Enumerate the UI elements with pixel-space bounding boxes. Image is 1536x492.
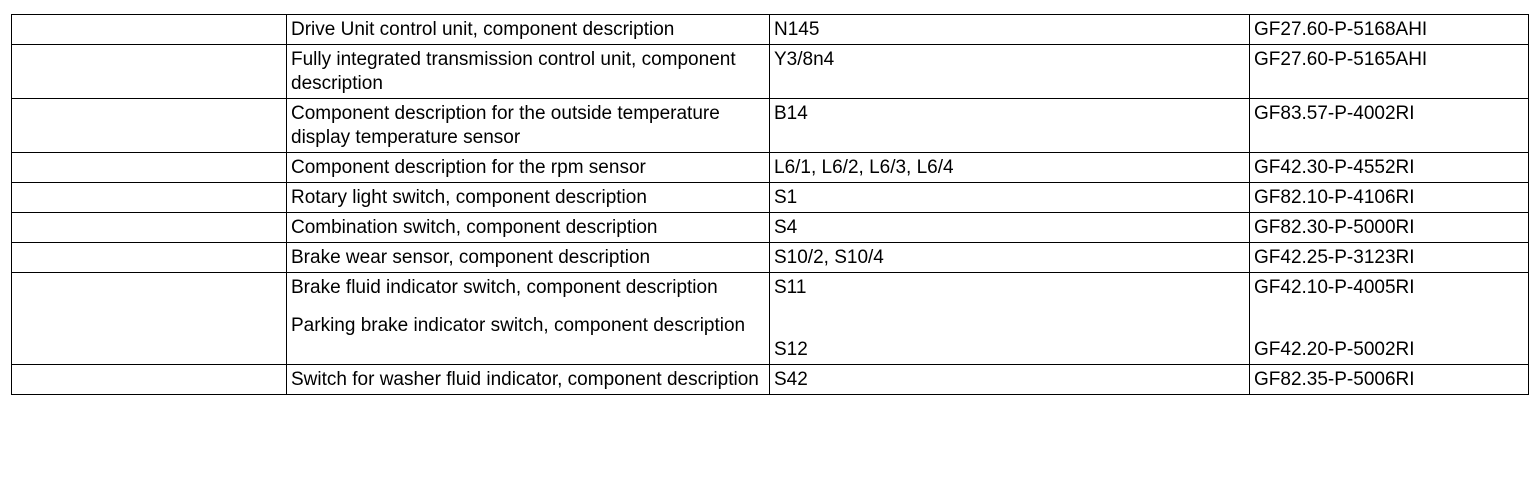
code-cell: S1 [769,182,1250,213]
component-description: Switch for washer fluid indicator, compo… [291,369,759,390]
table-row: Drive Unit control unit, component descr… [11,14,1529,45]
reference-cell: GF42.10-P-4005RI GF42.20-P-5002RI [1249,272,1529,365]
reference-cell: GF82.35-P-5006RI [1249,364,1529,395]
document-reference: GF82.10-P-4106RI [1254,187,1415,208]
component-code: S1 [774,187,798,208]
component-code: N145 [774,19,820,40]
reference-cell: GF42.30-P-4552RI [1249,152,1529,183]
code-cell: S42 [769,364,1250,395]
component-reference-table: Drive Unit control unit, component descr… [11,14,1529,395]
table-row: Rotary light switch, component descripti… [11,182,1529,213]
description-cell: Rotary light switch, component descripti… [286,182,770,213]
code-cell: S10/2, S10/4 [769,242,1250,273]
document-reference: GF27.60-P-5168AHI [1254,19,1428,40]
reference-cell: GF82.10-P-4106RI [1249,182,1529,213]
document-reference: GF42.30-P-4552RI [1254,157,1415,178]
reference-cell: GF27.60-P-5165AHI [1249,44,1529,99]
document-reference: GF42.20-P-5002RI [1254,339,1415,360]
component-description: Brake fluid indicator switch, component … [291,277,718,298]
code-cell: S4 [769,212,1250,243]
component-description: Parking brake indicator switch, componen… [291,315,746,336]
component-code: L6/1, L6/2, L6/3, L6/4 [774,157,954,178]
blank-cell [11,98,287,153]
blank-cell [11,364,287,395]
component-code: B14 [774,103,808,124]
component-description: Brake wear sensor, component description [291,247,651,268]
table-body: Drive Unit control unit, component descr… [11,14,1529,395]
blank-cell [11,14,287,45]
table-row: Fully integrated transmission control un… [11,44,1529,99]
table-row: Switch for washer fluid indicator, compo… [11,364,1529,395]
document-reference: GF82.30-P-5000RI [1254,217,1415,238]
table-row: Brake wear sensor, component description… [11,242,1529,273]
blank-cell [11,272,287,365]
component-code: S12 [774,339,808,360]
table-row: Combination switch, component descriptio… [11,212,1529,243]
component-description: Fully integrated transmission control un… [291,49,736,94]
code-cell: B14 [769,98,1250,153]
description-cell: Component description for the outside te… [286,98,770,153]
description-cell: Drive Unit control unit, component descr… [286,14,770,45]
code-cell: Y3/8n4 [769,44,1250,99]
component-code: S10/2, S10/4 [774,247,884,268]
component-code: S11 [774,277,807,298]
reference-cell: GF82.30-P-5000RI [1249,212,1529,243]
blank-cell [11,44,287,99]
component-description: Drive Unit control unit, component descr… [291,19,675,40]
document-reference: GF27.60-P-5165AHI [1254,49,1428,70]
document-reference: GF83.57-P-4002RI [1254,103,1415,124]
component-description: Combination switch, component descriptio… [291,217,658,238]
reference-cell: GF42.25-P-3123RI [1249,242,1529,273]
table-row: Component description for the outside te… [11,98,1529,153]
table-row: Component description for the rpm sensor… [11,152,1529,183]
blank-cell [11,152,287,183]
document-reference: GF42.25-P-3123RI [1254,247,1415,268]
description-cell: Brake fluid indicator switch, component … [286,272,770,365]
reference-cell: GF27.60-P-5168AHI [1249,14,1529,45]
description-cell: Switch for washer fluid indicator, compo… [286,364,770,395]
description-cell: Fully integrated transmission control un… [286,44,770,99]
component-description: Component description for the outside te… [291,103,720,148]
description-cell: Brake wear sensor, component description [286,242,770,273]
component-code: Y3/8n4 [774,49,835,70]
blank-cell [11,212,287,243]
component-description: Rotary light switch, component descripti… [291,187,647,208]
document-reference: GF82.35-P-5006RI [1254,369,1415,390]
blank-cell [11,242,287,273]
reference-cell: GF83.57-P-4002RI [1249,98,1529,153]
component-code: S42 [774,369,808,390]
code-cell: N145 [769,14,1250,45]
code-cell: L6/1, L6/2, L6/3, L6/4 [769,152,1250,183]
component-code: S4 [774,217,798,238]
document-reference: GF42.10-P-4005RI [1254,277,1415,298]
description-cell: Combination switch, component descriptio… [286,212,770,243]
table-row: Brake fluid indicator switch, component … [11,272,1529,365]
blank-cell [11,182,287,213]
description-cell: Component description for the rpm sensor [286,152,770,183]
code-cell: S11 S12 [769,272,1250,365]
component-description: Component description for the rpm sensor [291,157,646,178]
